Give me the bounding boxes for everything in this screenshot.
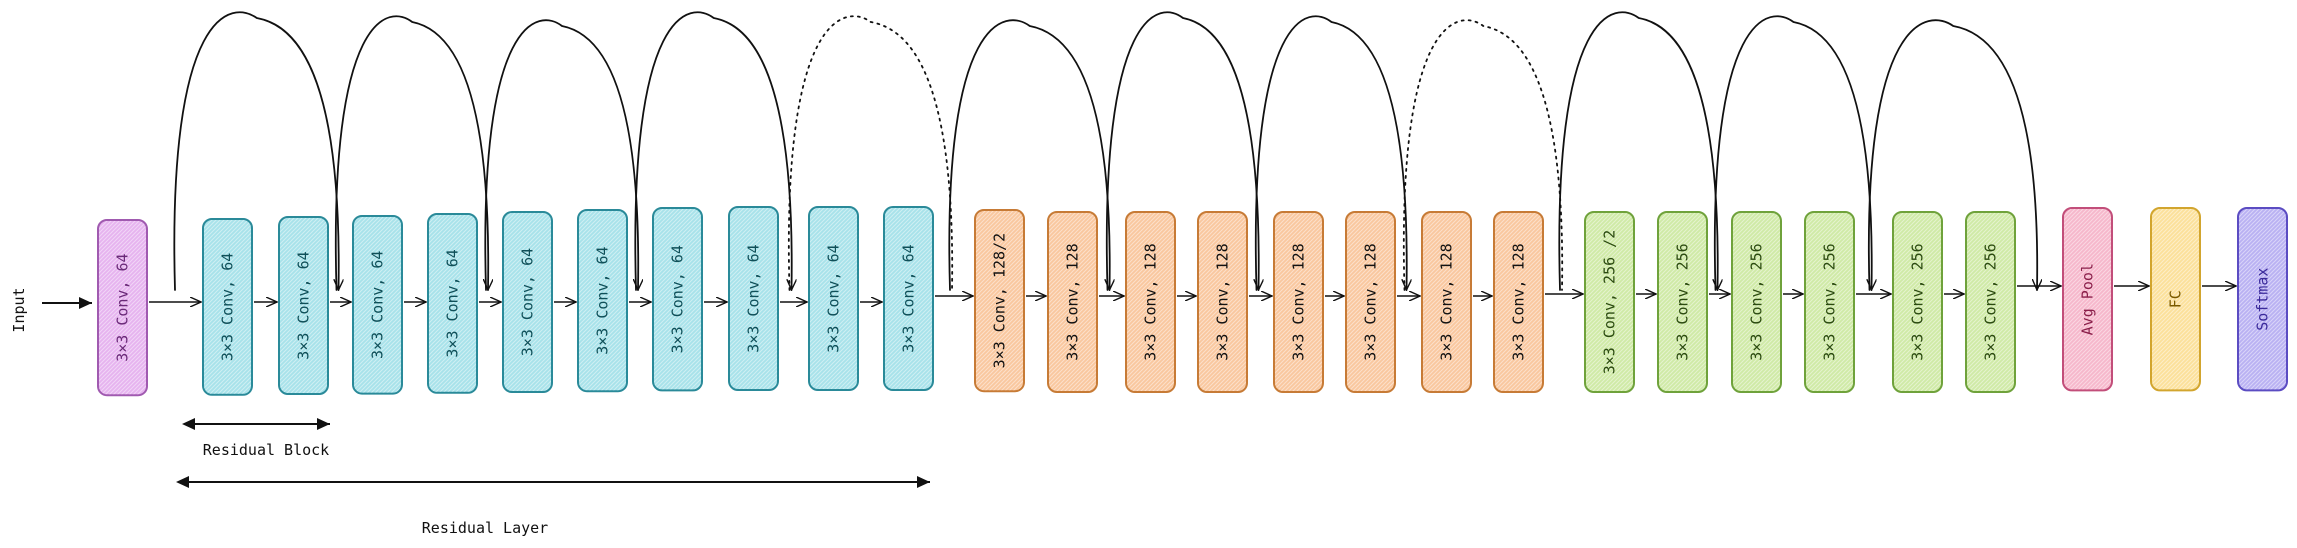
block-label: 3×3 Conv, 256 <box>1982 243 2000 360</box>
block-c128-11: 3×3 Conv, 128/2 <box>974 209 1025 393</box>
block-c128-14: 3×3 Conv, 128 <box>1197 211 1248 393</box>
block-c256-22: 3×3 Conv, 256 <box>1804 211 1855 393</box>
block-label: 3×3 Conv, 64 <box>369 251 387 359</box>
block-c128-12: 3×3 Conv, 128 <box>1047 211 1098 393</box>
block-label: 3×3 Conv, 256 <box>1909 243 1927 360</box>
skip-connection-solid <box>484 19 638 290</box>
skip-connection-solid <box>1254 15 1407 290</box>
skip-connection-dotted <box>1402 19 1564 291</box>
layer-blocks: 3×3 Conv, 64 3×3 Conv, 64 3×3 Conv, 64 3×3 … <box>97 206 2288 397</box>
block-c256-24: 3×3 Conv, 256 <box>1965 211 2016 393</box>
block-c64-5: 3×3 Conv, 64 <box>502 211 553 393</box>
block-label: 3×3 Conv, 64 <box>825 244 843 352</box>
skip-connection-solid <box>334 15 488 290</box>
block-label: 3×3 Conv, 128 <box>1362 243 1380 360</box>
block-c64-9: 3×3 Conv, 64 <box>808 206 859 391</box>
skip-connections <box>173 11 2037 291</box>
skip-connection-solid <box>634 11 791 290</box>
block-label: Softmax <box>2254 268 2272 331</box>
block-c128-16: 3×3 Conv, 128 <box>1345 211 1396 393</box>
block-c256-19: 3×3 Conv, 256 /2 <box>1584 211 1635 393</box>
block-c64-10: 3×3 Conv, 64 <box>883 206 934 391</box>
block-c64-2: 3×3 Conv, 64 <box>278 216 329 395</box>
block-label: 3×3 Conv, 64 <box>594 246 612 354</box>
block-label: 3×3 Conv, 128 <box>1290 243 1308 360</box>
block-c128-17: 3×3 Conv, 128 <box>1421 211 1472 393</box>
block-c64-1: 3×3 Conv, 64 <box>202 218 253 396</box>
block-c256-20: 3×3 Conv, 256 <box>1657 211 1708 393</box>
input-label: Input <box>10 287 28 332</box>
block-label: 3×3 Conv, 64 <box>295 251 313 359</box>
skip-connection-solid <box>948 19 1109 290</box>
block-label: FC <box>2167 290 2185 308</box>
block-label: 3×3 Conv, 256 <box>1674 243 1692 360</box>
block-softmax-27: Softmax <box>2237 207 2288 392</box>
block-c64-8: 3×3 Conv, 64 <box>728 206 779 391</box>
block-c128-18: 3×3 Conv, 128 <box>1493 211 1544 393</box>
block-label: 3×3 Conv, 128 <box>1438 243 1456 360</box>
residual-layer-label: Residual Layer <box>422 519 548 537</box>
block-label: 3×3 Conv, 64 <box>900 244 918 352</box>
block-label: 3×3 Conv, 128 <box>1142 243 1160 360</box>
block-label: 3×3 Conv, 64 <box>219 253 237 361</box>
block-label: 3×3 Conv, 64 <box>745 244 763 352</box>
block-stem-0: 3×3 Conv, 64 <box>97 219 148 397</box>
block-label: 3×3 Conv, 128/2 <box>991 233 1009 368</box>
residual-block-label: Residual Block <box>203 441 329 459</box>
block-c64-4: 3×3 Conv, 64 <box>427 213 478 394</box>
block-c128-15: 3×3 Conv, 128 <box>1273 211 1324 393</box>
block-c256-23: 3×3 Conv, 256 <box>1892 211 1943 393</box>
block-c64-3: 3×3 Conv, 64 <box>352 215 403 395</box>
block-pool-25: Avg Pool <box>2062 207 2113 392</box>
block-c128-13: 3×3 Conv, 128 <box>1125 211 1176 393</box>
block-label: 3×3 Conv, 64 <box>669 245 687 353</box>
block-label: 3×3 Conv, 64 <box>444 249 462 357</box>
block-label: 3×3 Conv, 64 <box>519 248 537 356</box>
block-label: 3×3 Conv, 128 <box>1510 243 1528 360</box>
block-label: 3×3 Conv, 256 <box>1821 243 1839 360</box>
block-label: 3×3 Conv, 256 <box>1748 243 1766 360</box>
skip-connection-solid <box>1558 11 1717 290</box>
block-c64-7: 3×3 Conv, 64 <box>652 207 703 392</box>
skip-connection-dotted <box>787 15 954 291</box>
block-c64-6: 3×3 Conv, 64 <box>577 209 628 393</box>
block-c256-21: 3×3 Conv, 256 <box>1731 211 1782 393</box>
block-fc-26: FC <box>2150 207 2201 392</box>
block-label: Avg Pool <box>2079 263 2097 335</box>
block-label: 3×3 Conv, 256 /2 <box>1601 230 1619 375</box>
block-label: 3×3 Conv, 128 <box>1214 243 1232 360</box>
skip-connection-solid <box>1713 15 1872 290</box>
block-label: 3×3 Conv, 128 <box>1064 243 1082 360</box>
block-label: 3×3 Conv, 64 <box>114 253 132 361</box>
forward-arrows <box>149 286 2236 302</box>
skip-connection-solid <box>173 11 338 290</box>
skip-connection-solid <box>1105 11 1259 290</box>
skip-connection-solid <box>1867 19 2037 290</box>
